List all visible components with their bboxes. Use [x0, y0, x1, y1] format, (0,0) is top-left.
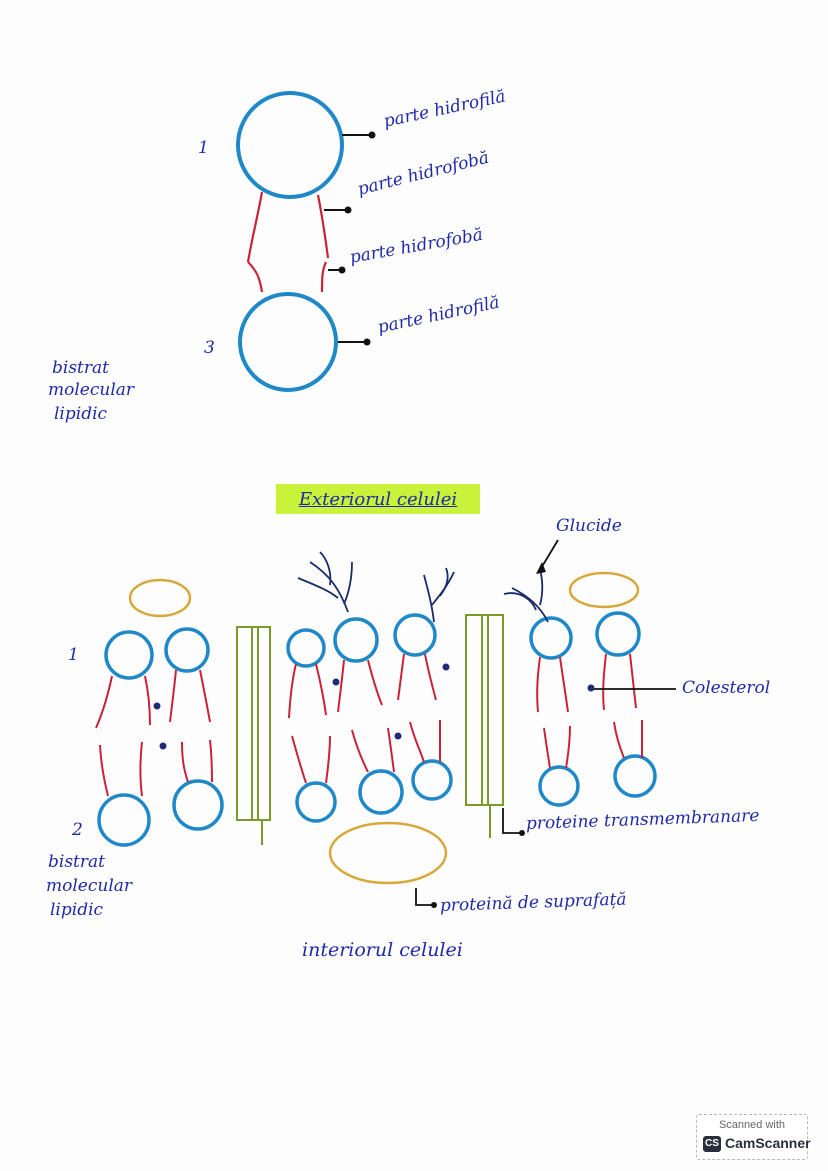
surface-pointer [415, 888, 432, 906]
arrow-1-dot [368, 131, 376, 139]
number-1-top: 1 [198, 138, 209, 158]
watermark-top-text: Scanned with [718, 1119, 786, 1131]
hydrophilic-head-top [236, 91, 344, 199]
bilayer-label-2-line2: molecular [46, 876, 133, 896]
number-3-bottom: 3 [204, 338, 215, 358]
camscanner-watermark: Scanned with CS CamScanner [696, 1114, 811, 1160]
transmembrane-pointer [502, 808, 520, 834]
membrane-diagram [95, 539, 676, 908]
hydrophobic-tail-left-lower [247, 261, 264, 293]
bilayer-label-2-line1: bistrat [48, 852, 105, 872]
phospholipid-diagram [236, 91, 376, 392]
lipid-tails [95, 653, 643, 797]
surface-protein-top-right [568, 571, 640, 609]
watermark-brand: CamScanner [725, 1135, 811, 1151]
hydrophobic-tail-right [316, 194, 330, 259]
arrow-4-dot [363, 338, 371, 346]
hydrophobic-tail-left [246, 191, 264, 263]
camscanner-logo-icon: CS [703, 1136, 721, 1152]
top-lipid-heads [104, 611, 641, 680]
hydrophobic-tail-right-lower [320, 261, 327, 293]
number-2-membrane: 2 [72, 820, 83, 840]
title-highlight: Exteriorul celulei [276, 484, 480, 514]
bottom-lipid-heads [97, 754, 657, 847]
surface-protein-bottom [328, 821, 448, 885]
cholesterol-label: Colesterol [682, 678, 771, 698]
surface-protein-top-left [128, 578, 192, 618]
bilayer-label-1-line2: molecular [48, 380, 135, 400]
transmembrane-protein-left [236, 626, 271, 845]
arrow-2-dot [344, 206, 352, 214]
glucide-arrowhead [536, 562, 546, 574]
glucide-label: Glucide [556, 516, 622, 536]
exterior-title: Exteriorul celulei [298, 488, 458, 510]
transmembrane-pointer-dot [519, 830, 525, 836]
bilayer-label-1-line3: lipidic [54, 404, 108, 424]
hydrophilic-head-bottom [238, 292, 338, 392]
cholesterol-dots [153, 663, 595, 750]
bilayer-label-1-line1: bistrat [52, 358, 109, 378]
arrow-3-dot [338, 266, 346, 274]
glucide-branches [297, 551, 549, 623]
transmembrane-protein-right [465, 614, 504, 838]
interior-caption: interiorul celulei [302, 939, 463, 961]
number-1-membrane: 1 [68, 645, 79, 665]
bilayer-label-2-line3: lipidic [50, 900, 104, 920]
surface-pointer-dot [431, 902, 437, 908]
